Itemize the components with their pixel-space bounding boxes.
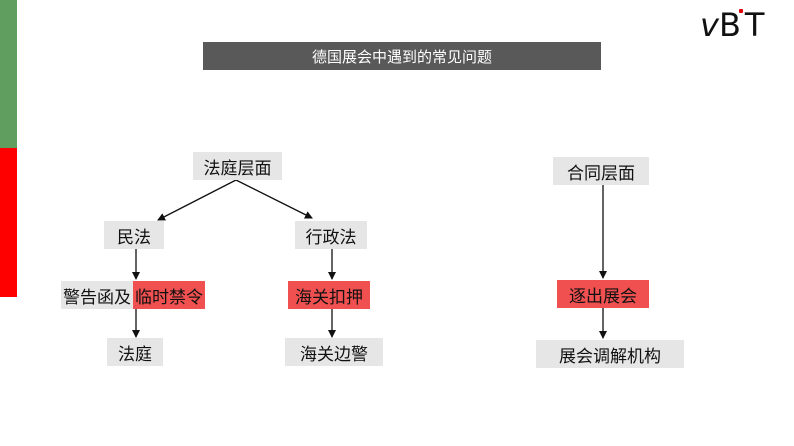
side-bar-red bbox=[0, 148, 17, 297]
node-expulsion: 逐出展会 bbox=[557, 280, 649, 308]
node-court: 法庭 bbox=[107, 338, 163, 366]
node-warning-injunction: 警告函及临时禁令 bbox=[61, 281, 205, 309]
node-customs-border: 海关边警 bbox=[285, 338, 383, 366]
edge-court-admin bbox=[235, 179, 313, 219]
edge-court-civil bbox=[157, 179, 237, 221]
node-civil-law: 民法 bbox=[104, 221, 164, 249]
node-court-level: 法庭层面 bbox=[193, 152, 282, 180]
node-injunction: 临时禁令 bbox=[133, 281, 205, 309]
node-warning-letter: 警告函及 bbox=[61, 281, 133, 309]
node-contract-level: 合同层面 bbox=[553, 157, 649, 185]
node-admin-law: 行政法 bbox=[295, 221, 367, 249]
node-customs-seizure: 海关扣押 bbox=[288, 281, 370, 309]
side-bar-green bbox=[0, 0, 17, 148]
node-mediation: 展会调解机构 bbox=[536, 340, 684, 368]
slide-title: 德国展会中遇到的常见问题 bbox=[203, 42, 601, 70]
